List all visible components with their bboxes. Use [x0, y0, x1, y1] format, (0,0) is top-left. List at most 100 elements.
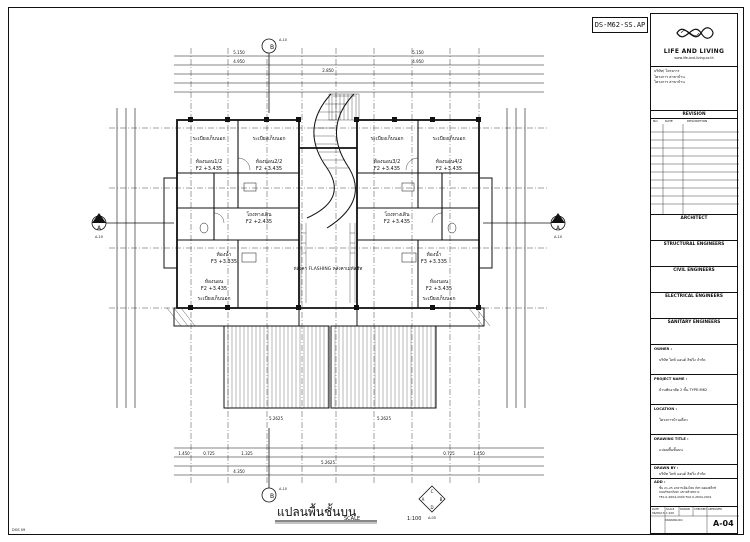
room-name: ห้องนอน4/2 [436, 158, 463, 165]
sheet-ref: A-10 [279, 38, 287, 42]
address-box: ADD : ชั้น 21-25 อาคารเมืองไทย ภัทร คอมเ… [651, 478, 737, 506]
company-name: LIFE AND LIVING [663, 48, 725, 55]
dimension-label: 5.150 [233, 50, 245, 55]
room-level: F2 +3.435 [256, 166, 282, 172]
section-marker-label: A [97, 225, 102, 232]
revision-col: DATE [665, 119, 673, 123]
room-level: F2 +2.435 [246, 219, 272, 225]
room-label: ระเบียงเก็บนอก [198, 294, 231, 302]
dimension-label: 5.2625 [377, 416, 391, 421]
dimension-label: 5.2625 [269, 416, 283, 421]
grid-mark: A [422, 497, 425, 502]
dimension-label: 5.150 [412, 50, 424, 55]
revision-col: DESCRIPTION [687, 119, 708, 123]
sanitary-header: SANITARY ENGINEERS [651, 318, 737, 344]
revision-header: REVISION [651, 110, 737, 118]
room-name: โถงทางเดิน [246, 211, 272, 218]
room-label: ระเบียงเก็บนอก [433, 134, 466, 142]
footer-col: DRAWING NO. [665, 519, 684, 522]
room-name: ห้องนอน [205, 278, 224, 285]
grid-mark: C [431, 489, 434, 494]
company-logo-icon [676, 27, 714, 39]
room-name: ห้องนอน [430, 278, 449, 285]
owner-info-line: บริษัท/ โครงการ [654, 69, 680, 73]
drawn-by-box: DRAWN BY : บริษัท ไลฟ์ แอนด์ ลิฟวิ่ง จำก… [651, 464, 737, 478]
footer-val: 06/06/13 [652, 511, 665, 515]
owner-info-box: บริษัท/ โครงการ โครงการ สาขาบ้าน โครงการ… [651, 66, 737, 110]
dimension-label: 4.950 [233, 59, 245, 64]
grid-mark: B [440, 497, 443, 502]
dimension-label: 0.725 [203, 451, 215, 456]
revision-cols: NO DATE DESCRIPTION [651, 118, 737, 124]
owner-info-line: โครงการ สาขาบ้าน [654, 80, 685, 84]
room-name: ห้องนอน2/2 [256, 158, 283, 165]
plan-title-underline [275, 520, 377, 524]
project-label: PROJECT NAME : [654, 377, 688, 381]
room-name: ห้องน้ำ [217, 249, 232, 258]
footer-col: APPROVED [708, 508, 723, 511]
drawing-sheet: B B A A A-10 A-10 A-10 A-10 C A B D A-05… [8, 7, 744, 535]
roof-note: หลังคา FLASHING หลังคาเมทัลชีท [294, 266, 363, 272]
revision-grid [651, 124, 739, 214]
footer-col: DRAWN [680, 508, 690, 511]
address-label: ADD : [654, 480, 666, 484]
address-line: TEL.0-2694-2000 FAX.0-2694-2001 [659, 494, 712, 499]
dimension-label: 5.2625 [321, 460, 335, 465]
sheet-ref: A-10 [279, 487, 287, 491]
project-value: บ้านพักอาศัย 2 ชั้น TYPE:M62 [659, 387, 708, 392]
footer-val: 1:100 [666, 511, 675, 515]
floor-plan-drawing: B B A A A-10 A-10 A-10 A-10 C A B D A-05… [12, 38, 566, 532]
dimension-label: 1.450 [178, 451, 190, 456]
grid-mark: D [430, 505, 433, 510]
room-label: ระเบียงเก็บนอก [423, 294, 456, 302]
room-name: ห้องนอน1/2 [196, 158, 223, 165]
location-label: LOCATION : [654, 407, 677, 411]
dimension-label: 4.350 [233, 469, 245, 474]
room-level: F2 +3.435 [374, 166, 400, 172]
footer-col: DATE [652, 508, 659, 511]
location-box: LOCATION : โครงการบ้านเดี่ยว [651, 404, 737, 434]
drawing-title-label: DRAWING TITLE : [654, 437, 689, 441]
room-level: F3 +3.335 [211, 259, 237, 265]
owner-label: OWNER : [654, 347, 672, 351]
room-level: F2 +3.435 [436, 166, 462, 172]
section-marker-label: A [556, 225, 561, 232]
footer-grid [651, 507, 739, 535]
plan-title: แปลนพื้นชั้นบน [277, 505, 357, 519]
sheet-number: A-04 [713, 519, 734, 528]
title-block: LIFE AND LIVING www.life-and-living.co.t… [650, 13, 739, 535]
room-level: F2 +3.435 [196, 166, 222, 172]
sheet-code: DS-M62-SS.AP [592, 17, 648, 33]
revision-col: NO [653, 119, 658, 123]
drawing-title-value: แปลนพื้นชั้นบน [659, 447, 683, 452]
room-level: F2 +3.435 [201, 286, 227, 292]
room-level: F3 +3.335 [421, 259, 447, 265]
electrical-header: ELECTRICAL ENGINEERS [651, 292, 737, 318]
footer-col: SCALE [666, 508, 675, 511]
drawn-by-value: บริษัท ไลฟ์ แอนด์ ลิฟวิ่ง จำกัด [659, 471, 706, 476]
scale-value: 1:100 [407, 516, 422, 522]
address-line: ถนนรัชดาภิเษก แขวงห้วยขวาง [659, 490, 700, 494]
sheet-ref: A-10 [95, 235, 103, 239]
footer-box: DATE SCALE DRAWN CHECKED APPROVED DRAWIN… [651, 506, 739, 535]
dimension-label: 2.850 [322, 68, 334, 73]
address-line: ชั้น 21-25 อาคารเมืองไทย ภัทร คอมเพล็กซ์ [659, 485, 716, 490]
dimension-label: 0.725 [443, 451, 455, 456]
dimension-label: 1.325 [241, 451, 253, 456]
room-name: ห้องน้ำ [427, 249, 442, 258]
room-label: ระเบียงเก็บนอก [371, 134, 404, 142]
room-name: ห้องนอน3/2 [374, 158, 401, 165]
owner-info-line: โครงการ สาขาบ้าน [654, 74, 685, 79]
scale-label: SCALE [344, 516, 361, 522]
architect-header: ARCHITECT [651, 214, 737, 240]
drawn-by-label: DRAWN BY : [654, 466, 679, 470]
section-marker-label: B [270, 493, 274, 500]
room-label: ระเบียงเก็บนอก [253, 134, 286, 142]
room-name: โถงทางเดิน [384, 211, 410, 218]
room-level: F2 +3.435 [384, 219, 410, 225]
room-label: ระเบียงเก็บนอก [193, 134, 226, 142]
owner-value: บริษัท ไลฟ์ แอนด์ ลิฟวิ่ง จำกัด [659, 357, 706, 362]
sheet-ref: A-10 [554, 235, 562, 239]
company-tagline: www.life-and-living.co.th [674, 56, 714, 60]
footer-col: CHECKED [694, 508, 707, 511]
